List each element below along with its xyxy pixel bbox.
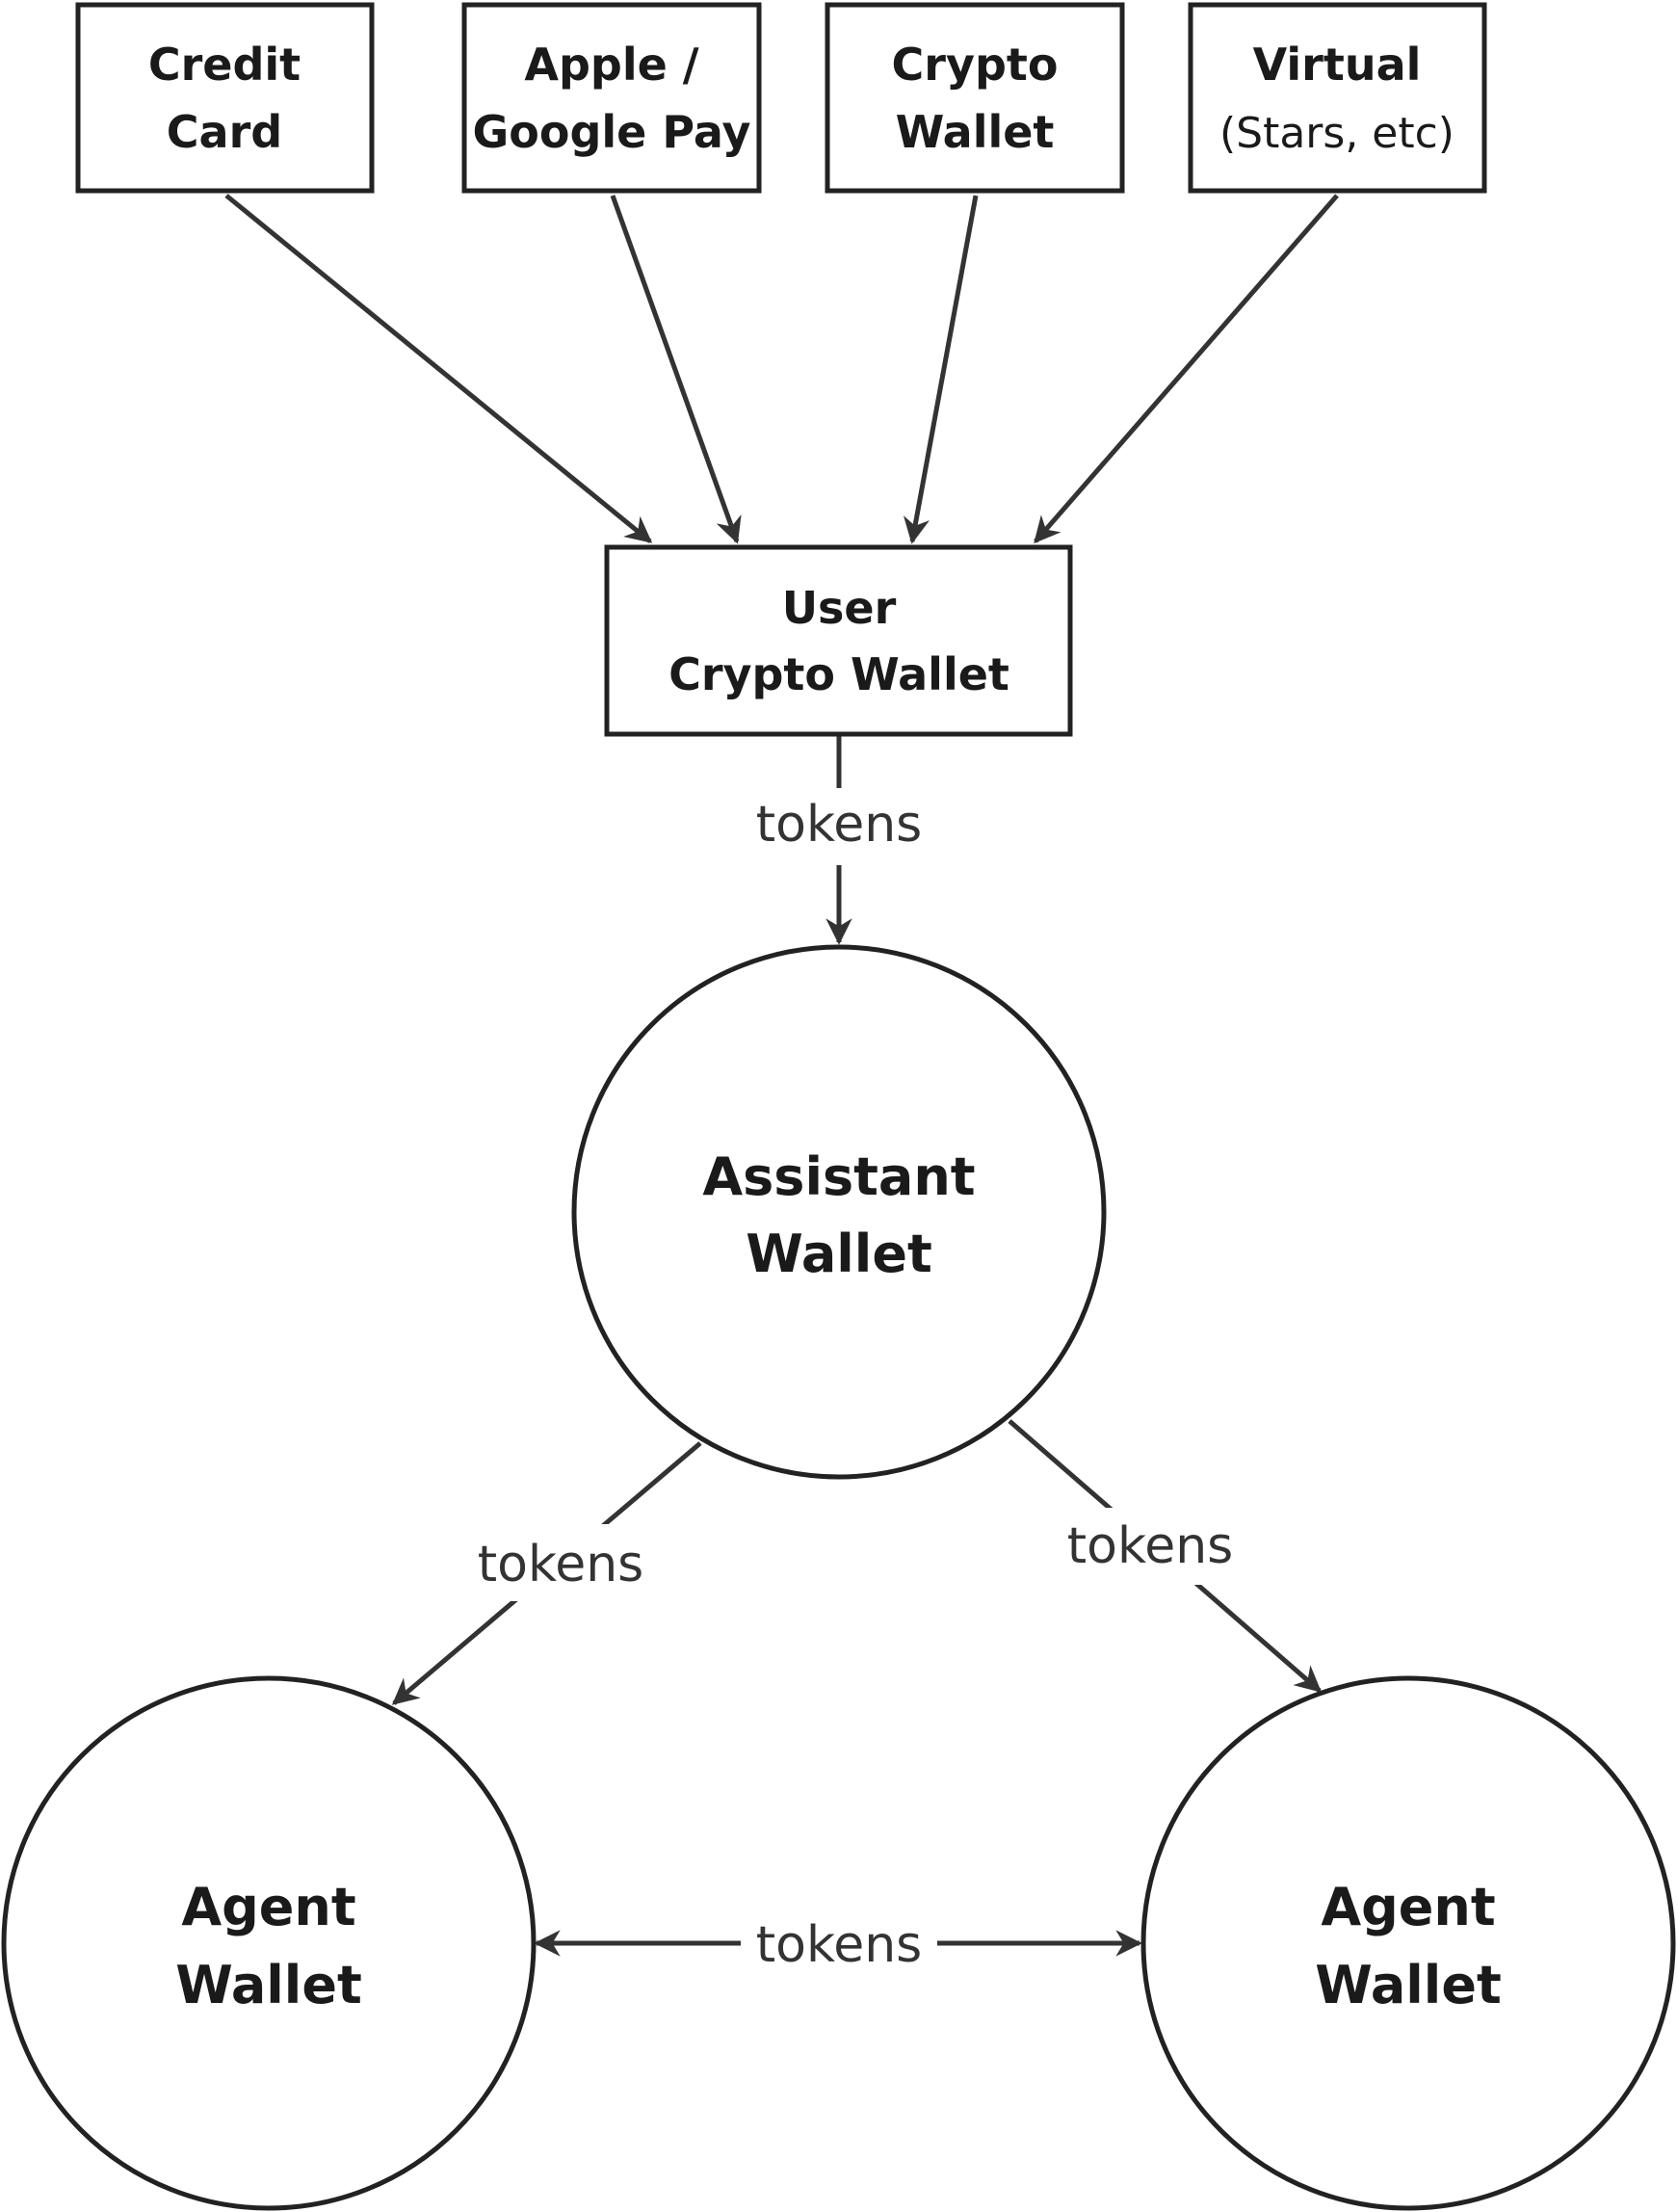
edge-label-user-to-assistant-text: tokens [756, 796, 923, 854]
source-apple-google-pay-line2: Google Pay [473, 106, 751, 158]
user-crypto-wallet: User Crypto Wallet [604, 544, 1073, 737]
agent-left-line1: Agent [181, 1877, 355, 1937]
user-wallet-line1: User [782, 582, 897, 634]
user-wallet-line2: Crypto Wallet [668, 648, 1009, 700]
source-apple-google-pay: Apple / Google Pay [461, 2, 762, 194]
arrow-virtual-to-user-wallet [1034, 194, 1339, 544]
assistant-wallet-line1: Assistant [702, 1146, 975, 1207]
source-apple-google-pay-line1: Apple / [524, 39, 698, 91]
edge-label-user-to-assistant: tokens [743, 788, 935, 865]
edge-label-assistant-to-agent-right: tokens [1059, 1508, 1242, 1585]
edge-label-assistant-to-agent-left-text: tokens [478, 1536, 644, 1593]
arrow-crypto-wallet-to-user-wallet [903, 195, 979, 544]
source-virtual-line2: (Stars, etc) [1219, 109, 1454, 158]
agent-right-line1: Agent [1321, 1877, 1495, 1937]
edge-label-assistant-to-agent-right-text: tokens [1067, 1517, 1234, 1575]
source-credit-card-line2: Card [167, 106, 282, 158]
source-crypto-wallet: Crypto Wallet [825, 2, 1125, 194]
assistant-wallet-line2: Wallet [746, 1224, 932, 1284]
arrow-apple-google-pay-to-user-wallet [610, 195, 742, 544]
agent-wallet-right: Agent Wallet [1140, 1675, 1676, 2211]
agent-left-line2: Wallet [175, 1955, 362, 2015]
source-credit-card: Credit Card [75, 2, 375, 194]
source-crypto-wallet-line2: Wallet [896, 106, 1055, 158]
edge-label-agent-to-agent: tokens [741, 1903, 937, 1980]
assistant-wallet: Assistant Wallet [571, 944, 1107, 1480]
source-virtual-line1: Virtual [1253, 39, 1422, 91]
edge-label-assistant-to-agent-left: tokens [469, 1524, 652, 1601]
edge-label-agent-to-agent-text: tokens [756, 1916, 923, 1974]
agent-right-line2: Wallet [1315, 1955, 1502, 2015]
source-virtual: Virtual (Stars, etc) [1188, 2, 1487, 194]
arrow-credit-card-to-user-wallet [224, 194, 653, 543]
agent-wallet-left: Agent Wallet [1, 1675, 537, 2211]
source-credit-card-line1: Credit [148, 39, 301, 91]
source-crypto-wallet-line1: Crypto [892, 39, 1059, 91]
